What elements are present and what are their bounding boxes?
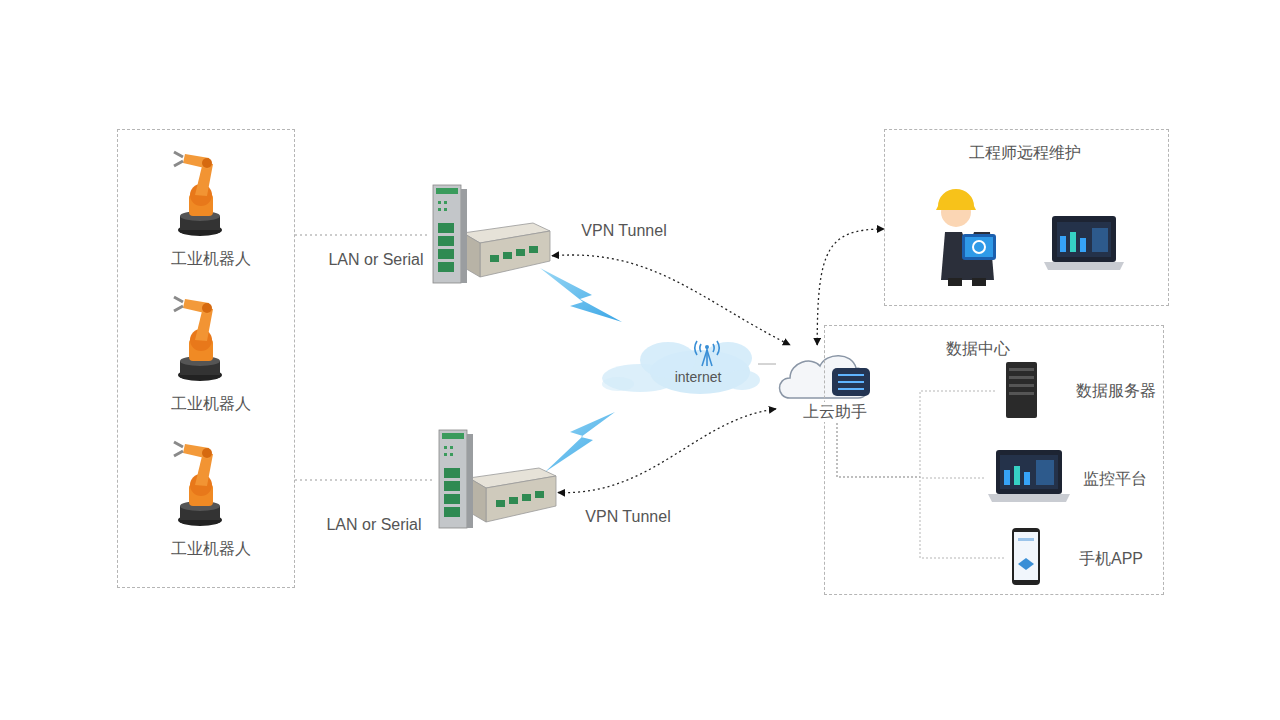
connector <box>837 423 986 478</box>
node-label: 工业机器人 <box>146 249 276 269</box>
node-label: 数据服务器 <box>1076 381 1160 401</box>
robot-group-box: 工业机器人工业机器人工业机器人 <box>117 129 295 588</box>
node-label: 工程师远程维护 <box>885 143 1165 163</box>
node-label: 手机APP <box>1079 549 1155 569</box>
cloud-helper: 上云助手 <box>776 345 879 423</box>
connector <box>552 255 790 345</box>
engineer-figure <box>936 189 996 286</box>
monitor-node: 监控平台 <box>986 448 1163 508</box>
gateway-icons <box>433 185 556 528</box>
app-node: 手机APP <box>1006 526 1159 590</box>
connector <box>817 229 884 345</box>
connector <box>295 234 428 235</box>
node-label: 监控平台 <box>1083 469 1159 489</box>
robot-node: 工业机器人 <box>146 439 280 564</box>
connector <box>758 364 776 365</box>
edge-label: VPN Tunnel <box>579 221 668 241</box>
node-label: 工业机器人 <box>146 539 276 559</box>
robot-node: 工业机器人 <box>146 149 280 274</box>
gateway-node <box>434 428 558 532</box>
gateway-node <box>428 183 552 287</box>
edge-label: LAN or Serial <box>324 515 423 535</box>
laptop-icon <box>1044 216 1124 270</box>
data-center-box: 数据中心数据服务器监控平台手机APP <box>824 325 1164 595</box>
robot-node: 工业机器人 <box>146 294 280 419</box>
node-label: internet <box>658 367 738 387</box>
monitor-laptop-icon <box>988 450 1070 502</box>
connector <box>558 409 776 493</box>
internet-cloud <box>602 341 760 394</box>
edge-label: LAN or Serial <box>326 250 425 270</box>
connector <box>295 479 434 480</box>
node-label: 上云助手 <box>795 402 875 422</box>
server-node: 数据服务器 <box>996 361 1164 421</box>
node-label: 工业机器人 <box>146 394 276 414</box>
internet-cloud: internet <box>598 330 758 398</box>
robot-icons <box>174 152 222 526</box>
edge-label: VPN Tunnel <box>583 507 672 527</box>
phone-icon <box>1012 528 1040 585</box>
engineer-box: 工程师远程维护 <box>884 129 1169 306</box>
node-label: 数据中心 <box>946 339 1036 359</box>
connector <box>837 423 1006 558</box>
server-icon <box>1006 362 1037 418</box>
